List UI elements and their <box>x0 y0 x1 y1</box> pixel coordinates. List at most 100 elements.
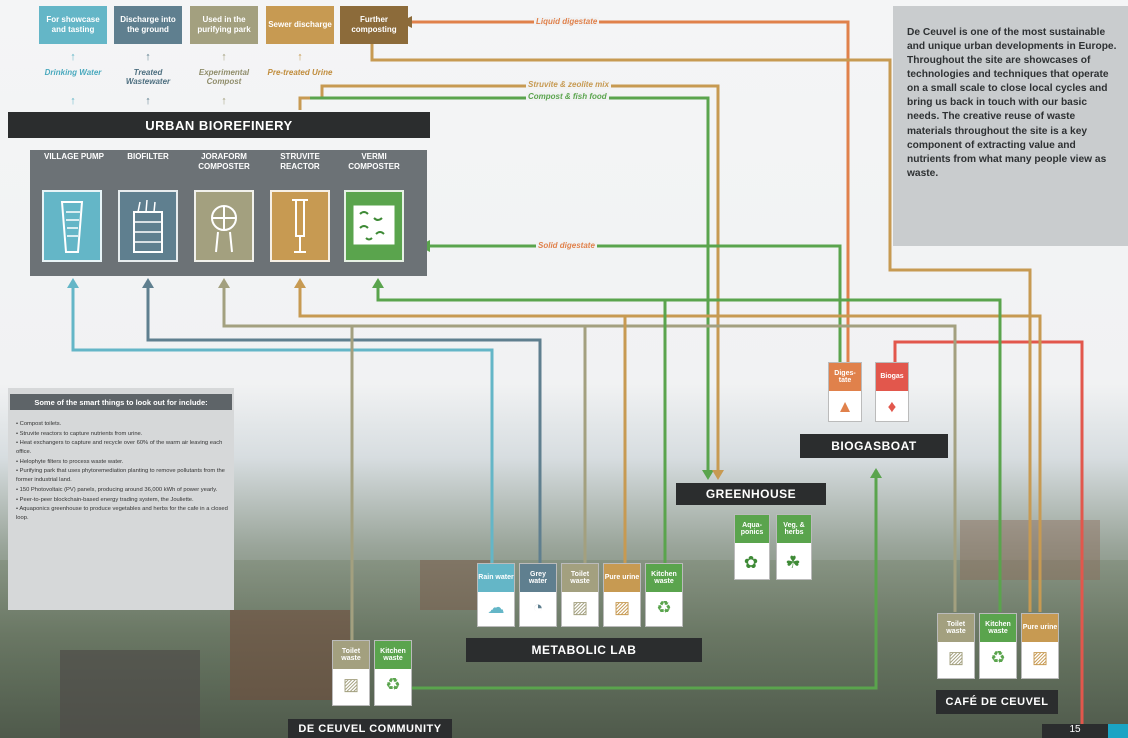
greenhouse-banner: GREENHOUSE <box>676 483 826 505</box>
building <box>230 610 350 700</box>
rain-cloud-icon: ☁ <box>487 598 505 617</box>
flame-icon: ♦ <box>887 397 897 416</box>
output-box-sewer: Sewer discharge <box>266 6 334 44</box>
toilet-icon: ▨ <box>342 675 360 694</box>
card-label: Kitchen waste <box>646 564 682 592</box>
reactor-icon <box>270 190 330 262</box>
up-arrow-icon: ↑ <box>221 51 227 63</box>
intro-text-box: De Ceuvel is one of the most sustainable… <box>893 6 1128 246</box>
fish-plant-icon: ✿ <box>743 553 759 572</box>
up-arrow-icon: ↑ <box>145 95 151 107</box>
card-aquaponics: Aqua-ponics ✿ <box>734 514 770 580</box>
smart-things-box <box>8 388 234 610</box>
output-box-discharge: Discharge into the ground <box>114 6 182 44</box>
metabolic-lab-banner: METABOLIC LAB <box>466 638 702 662</box>
card-label: Grey water <box>520 564 556 592</box>
output-label-treated-wastewater: Treated Wastewater <box>125 68 171 87</box>
card-label: Pure urine <box>1022 614 1058 642</box>
further-composting-line <box>370 44 1032 612</box>
card-rain-water: Rain water ☁ <box>477 563 515 627</box>
up-arrow-icon: ↑ <box>145 51 151 63</box>
biofilter-icon <box>118 190 178 262</box>
flow-label-liquid-digestate: Liquid digestate <box>534 17 600 26</box>
tech-label-joraform: JORAFORM COMPOSTER <box>198 152 250 171</box>
card-cafe-toilet-waste: Toilet waste ▨ <box>937 613 975 679</box>
arrowhead <box>294 278 306 288</box>
list-item: • Heat exchangers to capture and recycle… <box>16 440 223 456</box>
toilet-icon: ▨ <box>947 648 965 667</box>
herbs-icon: ☘ <box>785 553 801 572</box>
toilet-icon: ▨ <box>1031 648 1049 667</box>
toilet-icon: ▨ <box>571 598 589 617</box>
card-label: Biogas <box>876 363 908 391</box>
urine-line <box>298 288 1042 612</box>
card-label: Toilet waste <box>562 564 598 592</box>
flow-label-compost: Compost & fish food <box>526 92 609 101</box>
arrowhead <box>712 470 724 480</box>
list-item: • Purifying park that uses phytoremediat… <box>16 468 225 484</box>
smart-things-title: Some of the smart things to look out for… <box>10 394 232 410</box>
output-label-drinking-water: Drinking Water <box>44 68 102 77</box>
output-box-purifying-park: Used in the purifying park <box>190 6 258 44</box>
page-number: 15 <box>1042 724 1108 738</box>
biogasboat-banner: BIOGASBOAT <box>800 434 948 458</box>
list-item: • 150 Photovoltaic (PV) panels, producin… <box>16 486 218 493</box>
food-scraps-icon: ♻ <box>656 598 672 617</box>
output-box-further-composting: Further composting <box>340 6 408 44</box>
liquid-digestate-line <box>412 20 850 388</box>
card-label: Aqua-ponics <box>735 515 769 543</box>
building <box>60 650 200 738</box>
up-arrow-icon: ↑ <box>297 95 303 107</box>
water-pump-icon <box>42 190 102 262</box>
card-pure-urine: Pure urine ▨ <box>603 563 641 627</box>
card-label: Toilet waste <box>938 614 974 642</box>
card-label: Rain water <box>478 564 514 592</box>
kitchen-waste-line <box>376 288 1002 612</box>
flow-label-struvite: Struvite & zeolite mix <box>526 80 611 89</box>
greenhouse-link-line <box>410 470 878 690</box>
card-biogas: Biogas ♦ <box>875 362 909 422</box>
list-item: • Compost toilets. <box>16 421 62 427</box>
list-item: • Struvite reactors to capture nutrients… <box>16 430 143 437</box>
card-label: Diges-tate <box>829 363 861 391</box>
arrowhead <box>142 278 154 288</box>
card-community-kitchen-waste: Kitchen waste ♻ <box>374 640 412 706</box>
card-cafe-pure-urine: Pure urine ▨ <box>1021 613 1059 679</box>
grey-water-line <box>146 288 542 565</box>
cafe-banner: CAFÉ DE CEUVEL <box>936 690 1058 714</box>
card-label: Toilet waste <box>333 641 369 669</box>
community-banner: DE CEUVEL COMMUNITY <box>288 719 452 738</box>
card-toilet-waste: Toilet waste ▨ <box>561 563 599 627</box>
output-box-showcase: For showcase and tasting <box>39 6 107 44</box>
food-scraps-icon: ♻ <box>990 648 1006 667</box>
up-arrow-icon: ↑ <box>70 95 76 107</box>
card-label: Kitchen waste <box>980 614 1016 642</box>
list-item: • Aquaponics greenhouse to produce veget… <box>16 506 228 521</box>
card-veg-herbs: Veg. & herbs ☘ <box>776 514 812 580</box>
arrowhead <box>67 278 79 288</box>
list-item: • Helophyte filters to process waste wat… <box>16 458 124 465</box>
toilet-icon: ▨ <box>613 598 631 617</box>
up-arrow-icon: ↑ <box>70 51 76 63</box>
up-arrow-icon: ↑ <box>221 95 227 107</box>
compost-line <box>310 96 710 470</box>
arrowhead <box>870 468 882 478</box>
worm-bin-icon <box>344 190 404 262</box>
tech-label-struvite: STRUVITE REACTOR <box>280 152 320 171</box>
flow-label-solid-digestate: Solid digestate <box>536 241 597 250</box>
smart-things-list: • Compost toilets. • Struvite reactors t… <box>16 420 228 524</box>
tech-label-village-pump: VILLAGE PUMP <box>43 152 104 161</box>
urban-biorefinery-banner: URBAN BIOREFINERY <box>8 112 430 138</box>
sink-icon: ◔ <box>532 598 544 617</box>
output-label-experimental-compost: Experimental Compost <box>198 68 250 87</box>
card-grey-water: Grey water ◔ <box>519 563 557 627</box>
arrowhead <box>218 278 230 288</box>
food-scraps-icon: ♻ <box>385 675 401 694</box>
card-label: Kitchen waste <box>375 641 411 669</box>
card-label: Pure urine <box>604 564 640 592</box>
card-cafe-kitchen-waste: Kitchen waste ♻ <box>979 613 1017 679</box>
card-digestate: Diges-tate ▲ <box>828 362 862 422</box>
intro-text: De Ceuvel is one of the most sustainable… <box>907 27 1117 179</box>
